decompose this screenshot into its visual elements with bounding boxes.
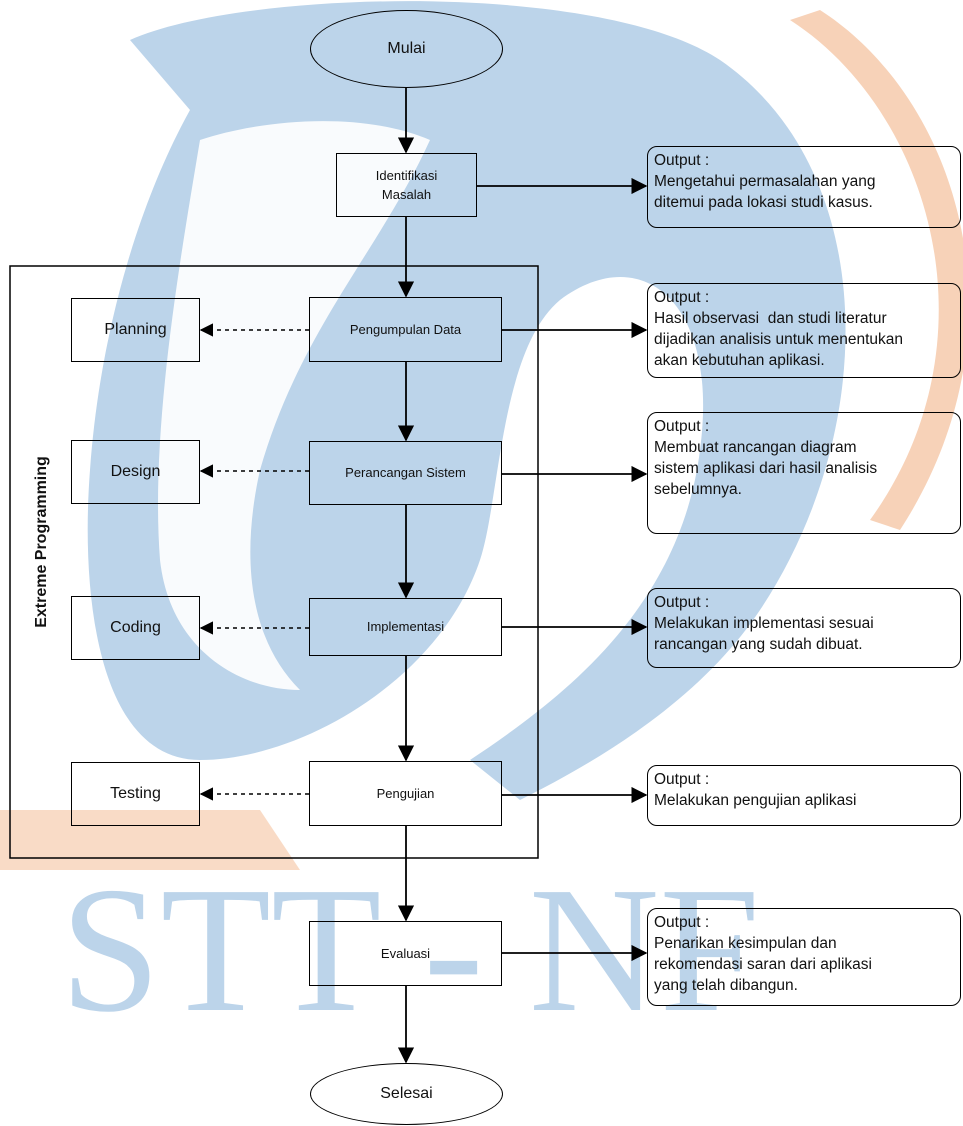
output-title: Output : [654, 418, 710, 435]
phase-design: Design [71, 440, 200, 504]
output-title: Output : [654, 152, 710, 169]
output-box-perancangan: Output : Membuat rancangan diagram siste… [647, 412, 961, 534]
step-identifikasi-masalah: Identifikasi Masalah [336, 153, 477, 217]
watermark-orange-arc [790, 10, 963, 530]
output-box-implementasi: Output : Melakukan implementasi sesuai r… [647, 588, 961, 668]
output-text: Melakukan implementasi sesuai rancangan … [654, 615, 874, 653]
output-box-evaluasi: Output : Penarikan kesimpulan dan rekome… [647, 908, 961, 1006]
step-pengujian: Pengujian [309, 761, 502, 826]
output-title: Output : [654, 771, 710, 788]
end-node: Selesai [310, 1063, 503, 1125]
output-title: Output : [654, 289, 710, 306]
step-perancangan-sistem: Perancangan Sistem [309, 441, 502, 505]
output-title: Output : [654, 594, 710, 611]
output-box-pengumpulan: Output : Hasil observasi dan studi liter… [647, 283, 961, 378]
step-implementasi: Implementasi [309, 598, 502, 656]
start-node: Mulai [310, 10, 503, 88]
step-pengumpulan-data: Pengumpulan Data [309, 297, 502, 362]
xp-group-frame [9, 265, 539, 859]
phase-testing: Testing [71, 762, 200, 826]
step-evaluasi: Evaluasi [309, 921, 502, 986]
output-text: Membuat rancangan diagram sistem aplikas… [654, 439, 878, 498]
output-text: Melakukan pengujian aplikasi [654, 792, 857, 809]
output-text: Mengetahui permasalahan yang ditemui pad… [654, 173, 876, 211]
output-title: Output : [654, 914, 710, 931]
output-box-pengujian: Output : Melakukan pengujian aplikasi [647, 765, 961, 826]
output-box-identifikasi: Output : Mengetahui permasalahan yang di… [647, 146, 961, 228]
watermark-white-cut [158, 121, 430, 690]
output-text: Hasil observasi dan studi literatur dija… [654, 310, 904, 369]
output-text: Penarikan kesimpulan dan rekomendasi sar… [654, 935, 872, 994]
phase-coding: Coding [71, 596, 200, 660]
phase-planning: Planning [71, 298, 200, 362]
step-identifikasi-masalah-label: Identifikasi Masalah [375, 167, 438, 203]
